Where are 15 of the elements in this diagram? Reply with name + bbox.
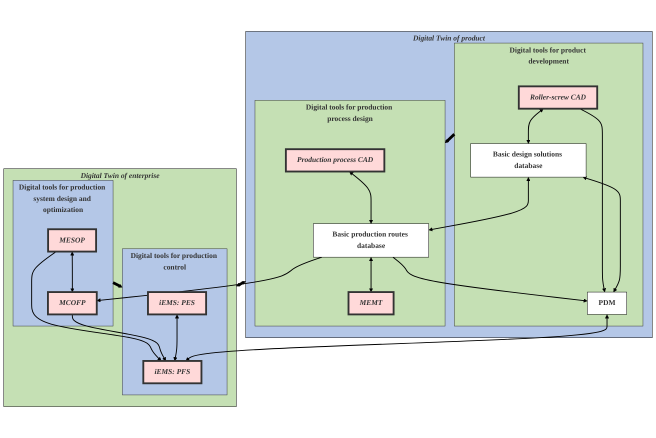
arrow [186,314,610,362]
arrow [428,177,530,232]
arrow [70,252,74,292]
arrow [349,171,374,224]
arrow [582,176,621,292]
arrow [392,256,588,303]
arrow [579,108,606,292]
arrow [72,314,166,362]
arrow [444,133,456,144]
arrow [236,280,246,287]
arrow [112,281,123,288]
arrow [369,257,374,292]
arrow [173,314,180,362]
arrow [31,251,162,362]
arrow [526,108,544,144]
